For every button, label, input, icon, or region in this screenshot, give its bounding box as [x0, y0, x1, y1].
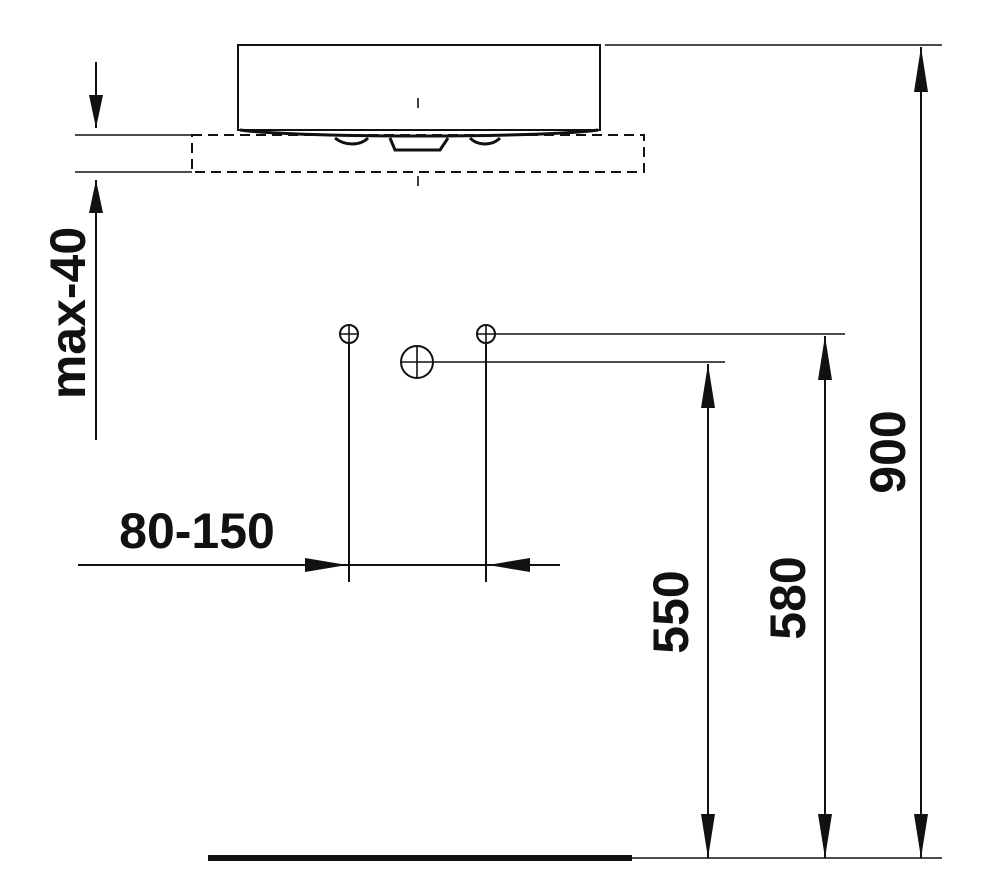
tap-right	[476, 324, 845, 582]
supply-height-dimension: 580	[760, 336, 832, 858]
tap-left	[339, 324, 359, 582]
drain-height-label: 550	[643, 570, 699, 653]
countertop	[191, 134, 645, 173]
tap-spacing-dimension: 80-150	[78, 503, 560, 572]
arrow-up	[89, 180, 103, 213]
counter-thickness-label: max-40	[40, 227, 96, 399]
arrow-left	[488, 558, 530, 572]
drain-height-dimension: 550	[643, 364, 715, 858]
arrow-down	[89, 95, 103, 128]
arrow-right	[305, 558, 347, 572]
basin	[237, 44, 601, 152]
counter-thickness-dimension: max-40	[40, 62, 192, 440]
basin-height-dimension: 900	[605, 44, 942, 858]
basin-height-label: 900	[860, 410, 916, 493]
supply-height-label: 580	[760, 556, 816, 639]
tap-spacing-label: 80-150	[119, 503, 275, 559]
drain-connection	[400, 345, 725, 379]
